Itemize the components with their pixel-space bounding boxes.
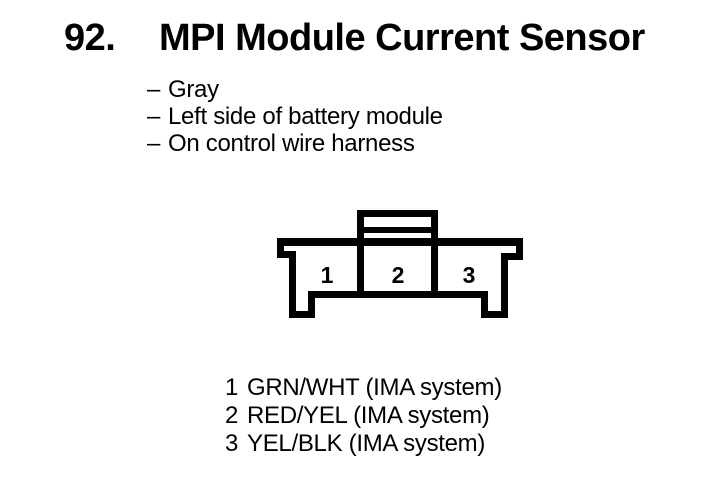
pin-number: 3 [225,430,239,457]
pin-number: 2 [225,402,239,429]
attribute-item: – Left side of battery module [147,103,443,130]
connector-body [277,238,523,318]
item-number: 92. [64,17,116,59]
dash-marker: – [147,103,161,130]
attribute-text: Gray [168,76,219,103]
attribute-text: On control wire harness [168,130,415,157]
dash-marker: – [147,76,161,103]
dash-marker: – [147,130,161,157]
attribute-text: Left side of battery module [168,103,443,130]
page-title: MPI Module Current Sensor [159,17,645,59]
pin-legend: 1 GRN/WHT (IMA system) 2 RED/YEL (IMA sy… [225,374,502,458]
pin-legend-row: 2 RED/YEL (IMA system) [225,402,502,430]
attribute-item: – On control wire harness [147,130,443,157]
attribute-list: – Gray – Left side of battery module – O… [147,76,443,157]
pin-2-label: 2 [392,262,405,288]
pin-number: 1 [225,374,239,401]
pin-wire-label: GRN/WHT (IMA system) [247,374,502,401]
pin-legend-row: 1 GRN/WHT (IMA system) [225,374,502,402]
pin-1-label: 1 [321,262,334,288]
pin-3-label: 3 [463,262,476,288]
pin-wire-label: YEL/BLK (IMA system) [247,430,486,457]
pin-legend-row: 3 YEL/BLK (IMA system) [225,430,502,458]
connector-diagram: 1 2 3 [277,210,523,318]
pin-wire-label: RED/YEL (IMA system) [247,402,490,429]
attribute-item: – Gray [147,76,443,103]
